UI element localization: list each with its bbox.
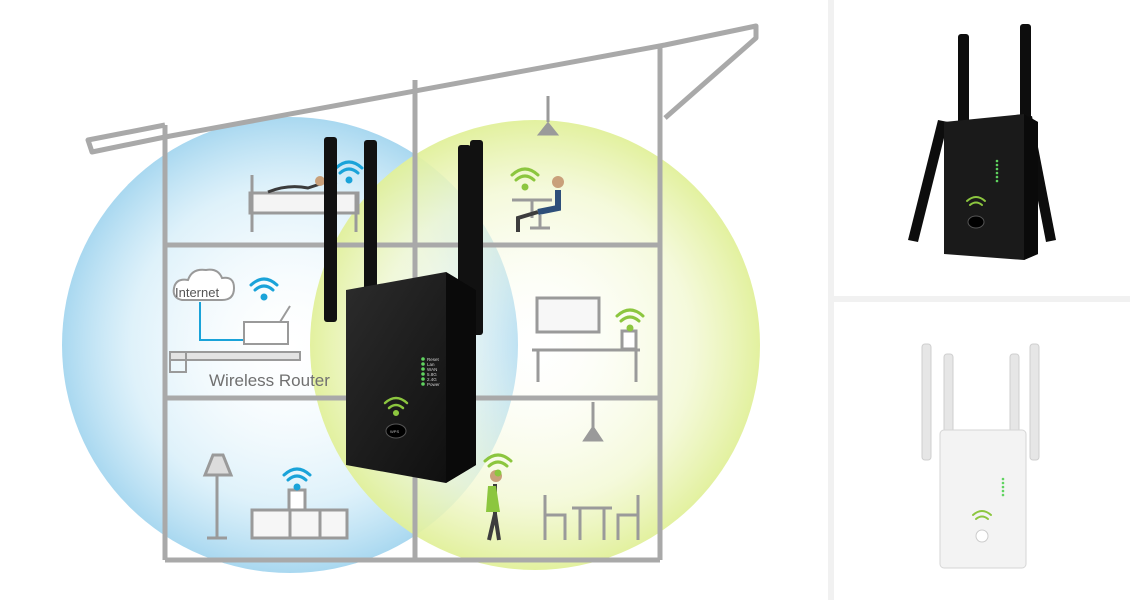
wifi-icon [383,396,409,417]
wifi-icon [282,467,312,491]
wifi-icon [972,510,992,520]
wifi-extender-device: Reset Lan WAN 5.8G 2.4G Power WPS [324,137,483,483]
thumbnail-black-extender[interactable] [834,0,1130,296]
living-room-scene [202,453,349,540]
internet-router-scene: Internet Wireless Router [169,268,330,390]
led-label: Power [427,382,440,387]
house-coverage-illustration: Internet Wireless Router [62,23,760,573]
main-product-image: Internet Wireless Router [62,23,760,573]
led-label: Lan [427,362,435,367]
led-indicators [421,357,425,386]
black-extender-image [908,24,1056,260]
thumbnail-divider [834,296,1130,302]
internet-label: Internet [175,285,219,300]
router-label: Wireless Router [209,371,330,390]
thumbnail-white-extender[interactable] [834,302,1130,600]
wps-label: WPS [390,429,399,434]
wifi-icon [483,453,513,477]
wifi-icon [510,167,540,191]
led-label: WAN [427,367,437,372]
led-label: 5.8G [427,372,437,377]
wifi-icon [615,308,645,332]
ceiling-lamp-icon [582,425,604,442]
lamp-icon [202,453,234,477]
white-extender-image [921,343,1040,569]
wifi-icon [249,277,279,301]
person-desk-scene [512,96,564,232]
led-label: Reset [427,357,440,362]
cloud-icon [172,268,236,301]
wifi-icon [334,160,364,184]
thumbnail-divider [828,0,834,600]
wifi-icon [966,196,986,206]
wps-button [385,423,407,439]
led-label: 2.4G [427,377,437,382]
dining-scene [486,402,640,541]
tv-scene [532,296,640,382]
